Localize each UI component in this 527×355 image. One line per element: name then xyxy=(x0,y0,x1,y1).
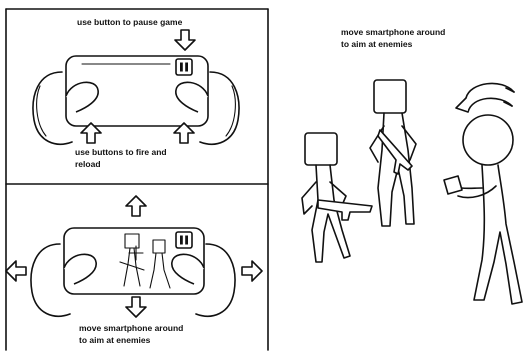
arrow-down-icon xyxy=(126,297,146,317)
phone-top xyxy=(33,56,239,144)
caption-pause: use button to pause game xyxy=(77,16,227,28)
caption-move-phone-bottom: move smartphone around to aim at enemies xyxy=(79,322,239,346)
caption-move-phone-right: move smartphone around to aim at enemies xyxy=(341,26,501,50)
arrow-up-icon xyxy=(126,196,146,216)
enemy-figure-left xyxy=(302,133,372,262)
enemy-figure-middle xyxy=(370,80,416,226)
arrow-down-icon xyxy=(175,30,195,50)
rotate-arrow-icon xyxy=(456,83,514,112)
pause-icon xyxy=(176,59,192,75)
arrow-left-icon xyxy=(6,261,26,281)
caption-fire-reload: use buttons to fire and reload xyxy=(75,146,225,170)
pause-icon xyxy=(176,232,192,248)
arrow-right-icon xyxy=(242,261,262,281)
player-figure xyxy=(444,115,522,304)
